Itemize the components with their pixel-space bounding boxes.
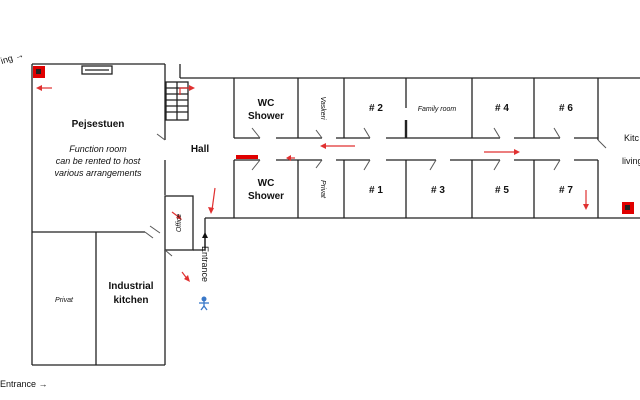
wc-bottom-line1: WC — [258, 178, 275, 189]
bottom-row-rooms — [233, 159, 599, 218]
left-block-walls — [31, 63, 194, 366]
function-room-line3: various arrangements — [54, 168, 142, 178]
room-7-label: # 7 — [559, 185, 573, 196]
office-label: Office — [176, 214, 183, 232]
red-marker — [236, 155, 258, 159]
privat-left-label: Privat — [55, 297, 74, 304]
room-2-label: # 2 — [369, 103, 383, 114]
room-3-label: # 3 — [431, 185, 445, 196]
door-swings — [144, 127, 607, 257]
room-4-label: # 4 — [495, 103, 509, 114]
privat-mid-label: Privat — [319, 180, 326, 199]
top-row-rooms — [233, 78, 599, 140]
fire-extinguisher-icon — [622, 202, 634, 214]
industrial-kitchen-line1: Industrial — [108, 281, 153, 292]
wc-bottom-line2: Shower — [248, 191, 284, 202]
entrance-vertical-label: Entrance — [200, 246, 210, 282]
room-6-label: # 6 — [559, 103, 573, 114]
pejsestuen-label: Pejsestuen — [72, 119, 125, 130]
person-icon — [199, 296, 209, 311]
function-room-line2: can be rented to host — [56, 156, 141, 166]
fire-extinguisher-icon — [33, 66, 45, 78]
wc-top-line1: WC — [258, 98, 275, 109]
entrance-bottom-label: Entrance → — [0, 379, 48, 389]
industrial-kitchen-line2: kitchen — [113, 295, 148, 306]
escape-route-arrow-icon — [36, 85, 589, 282]
exit-label-top: ing → — [0, 49, 25, 66]
room-1-label: # 1 — [369, 185, 383, 196]
kitchen-partial-label: Kitc — [624, 133, 640, 143]
entrance-arrow-icon — [202, 232, 208, 248]
living-partial-label: living — [622, 156, 640, 166]
function-room-line1: Function room — [69, 144, 127, 154]
wc-top-line2: Shower — [248, 111, 284, 122]
room-5-label: # 5 — [495, 185, 509, 196]
family-room-label: Family room — [418, 106, 457, 113]
vaskeri-label: Vaskeri — [319, 96, 326, 120]
hall-label: Hall — [191, 144, 210, 155]
